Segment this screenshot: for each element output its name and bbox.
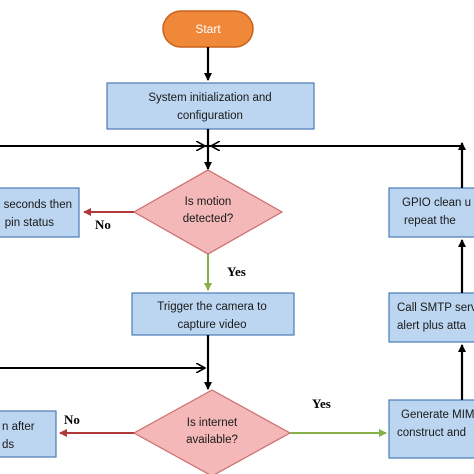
start-label: Start [195, 22, 221, 36]
trigger-shape [131, 292, 295, 336]
smtp-box: Call SMTP serv alert plus atta [388, 292, 474, 343]
internet-line2: available? [186, 434, 238, 446]
gpio-box: GPIO clean u repeat the [388, 187, 474, 238]
init-shape [106, 82, 315, 130]
init-box: System initialization and configuration [106, 82, 315, 130]
retry-line2: ds [2, 439, 14, 451]
label-internet-yes: Yes [312, 396, 331, 411]
smtp-shape [388, 292, 474, 343]
init-line1: System initialization and [148, 92, 271, 104]
init-line2: configuration [177, 110, 243, 122]
retry-line1: n after [2, 421, 35, 433]
motion-decision: Is motion detected? [132, 169, 284, 255]
label-internet-no: No [64, 412, 80, 427]
label-motion-yes: Yes [227, 264, 246, 279]
smtp-line2: alert plus atta [397, 320, 467, 332]
smtp-line1: Call SMTP serv [397, 302, 474, 314]
gpio-line2: repeat the [404, 215, 456, 227]
gpio-shape [388, 187, 474, 238]
internet-line1: Is internet [187, 417, 238, 429]
trigger-line2: capture video [177, 319, 246, 331]
mime-shape [388, 399, 474, 459]
label-motion-no: No [95, 217, 111, 232]
motion-shape [132, 169, 284, 255]
wait-line1: seconds then [4, 199, 72, 211]
mime-line2: construct and [397, 427, 466, 439]
mime-line1: Generate MIM [401, 409, 474, 421]
wait-line2: pin status [5, 217, 54, 229]
gpio-line1: GPIO clean u [402, 197, 471, 209]
motion-line2: detected? [183, 213, 234, 225]
internet-decision: Is internet available? [132, 389, 292, 474]
mime-box: Generate MIM construct and [388, 399, 474, 459]
start-terminal: Start [162, 10, 254, 48]
retry-shape [0, 410, 57, 458]
internet-shape [132, 389, 292, 474]
trigger-box: Trigger the camera to capture video [131, 292, 295, 336]
wait-box: seconds then pin status [0, 187, 80, 238]
trigger-line1: Trigger the camera to [157, 301, 267, 313]
wait-shape [0, 187, 80, 238]
motion-line1: Is motion [185, 196, 232, 208]
retry-box: n after ds [0, 410, 57, 458]
